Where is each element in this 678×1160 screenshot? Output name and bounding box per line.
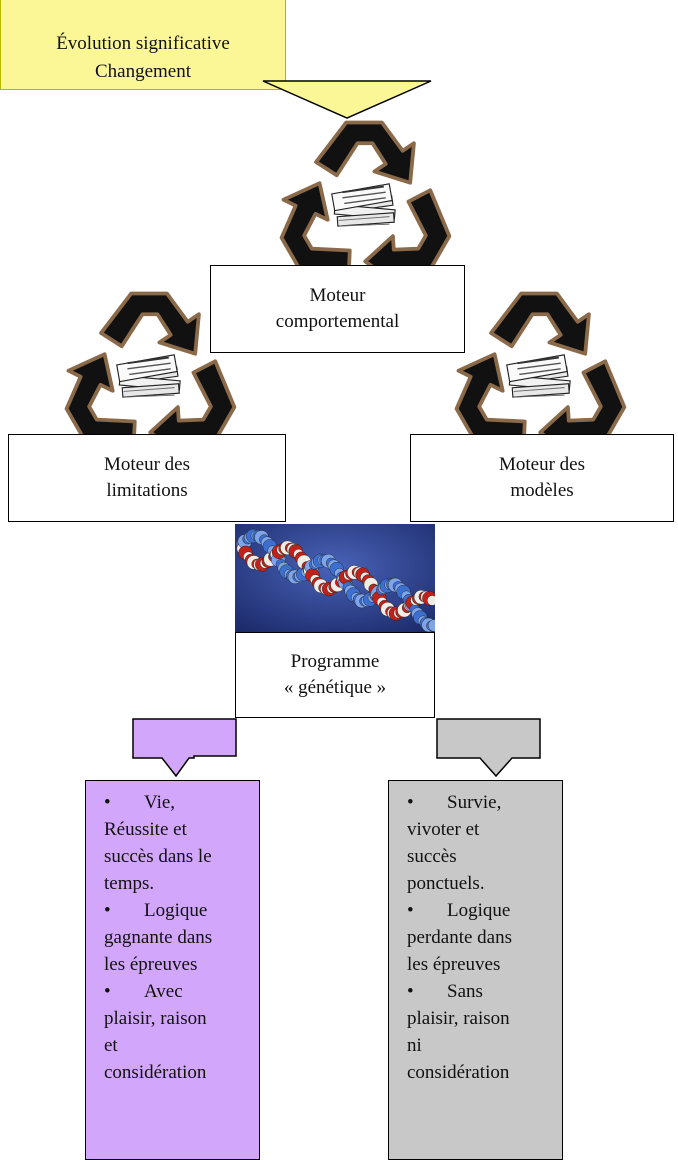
list-item: considération — [104, 1059, 251, 1086]
dna-bead — [427, 595, 435, 606]
list-item-text: Survie, — [447, 792, 502, 813]
list-item: temps. — [104, 870, 251, 897]
left-outcome-list: • Vie, Réussite et succès dans le temps. • Log… — [104, 789, 251, 1086]
list-item: ponctuels. — [407, 870, 554, 897]
engine-behavior-box: Moteur comportemental — [210, 265, 465, 353]
engine-models-line2: modèles — [510, 480, 574, 501]
dna-bead — [428, 619, 435, 632]
right-down-arrow — [436, 718, 541, 778]
list-item-text: considération — [104, 1062, 207, 1083]
list-item-text: et — [104, 1035, 118, 1056]
list-item-text: Sans — [447, 981, 483, 1002]
top-box-line1: Évolution significative — [56, 33, 230, 54]
list-item-text: ni — [407, 1035, 422, 1056]
list-item-text: Logique — [144, 900, 208, 921]
bullet-icon: • — [104, 900, 111, 921]
list-item: • Logique — [407, 897, 554, 924]
engine-limits-line1: Moteur des — [103, 454, 190, 475]
list-item: • Sans — [407, 978, 554, 1005]
list-item: • Survie, — [407, 789, 554, 816]
list-item-text: temps. — [104, 873, 155, 894]
bullet-icon: • — [407, 900, 414, 921]
engine-models-line1: Moteur des — [498, 454, 585, 475]
bullet-icon: • — [104, 981, 111, 1002]
list-item-text: plaisir, raison — [104, 1008, 207, 1029]
genetic-program-box: Programme « génétique » — [235, 632, 435, 718]
list-item-text: gagnante dans — [104, 927, 213, 948]
dna-image — [235, 524, 435, 632]
bullet-icon: • — [407, 792, 414, 813]
bullet-icon: • — [407, 981, 414, 1002]
right-outcome-box: • Survie, vivoter et succès ponctuels. • Logiq… — [388, 780, 563, 1160]
list-item-text: considération — [407, 1062, 510, 1083]
list-item-text: ponctuels. — [407, 873, 485, 894]
engine-behavior-line2: comportemental — [275, 311, 400, 332]
top-box-line2: Changement — [94, 61, 192, 82]
right-outcome-list: • Survie, vivoter et succès ponctuels. • Logiq… — [407, 789, 554, 1086]
genetic-line1: Programme — [290, 651, 380, 672]
list-item-text: plaisir, raison — [407, 1008, 510, 1029]
list-item: plaisir, raison — [407, 1005, 554, 1032]
list-item: plaisir, raison — [104, 1005, 251, 1032]
list-item: • Vie, — [104, 789, 251, 816]
list-item: succès — [407, 843, 554, 870]
engine-models-box: Moteur des modèles — [410, 434, 674, 522]
engine-behavior-line1: Moteur — [309, 285, 366, 306]
list-item-text: les épreuves — [407, 954, 501, 975]
list-item-text: succès — [407, 846, 457, 867]
list-item: les épreuves — [104, 951, 251, 978]
list-item-text: Logique — [447, 900, 511, 921]
list-item: succès dans le — [104, 843, 251, 870]
left-down-arrow — [132, 718, 237, 778]
top-box-evolution: Évolution significative Changement — [0, 0, 286, 90]
list-item-text: Vie, — [144, 792, 176, 813]
engine-limits-box: Moteur des limitations — [8, 434, 286, 522]
list-item-text: perdante dans — [407, 927, 512, 948]
list-item: • Avec — [104, 978, 251, 1005]
genetic-line2: « génétique » — [283, 677, 387, 698]
list-item: ni — [407, 1032, 554, 1059]
list-item: • Logique — [104, 897, 251, 924]
list-item: perdante dans — [407, 924, 554, 951]
recycle-icon — [445, 286, 635, 446]
recycle-icon — [270, 115, 460, 275]
list-item: et — [104, 1032, 251, 1059]
bullet-icon: • — [104, 792, 111, 813]
list-item-text: vivoter et — [407, 819, 480, 840]
list-item: considération — [407, 1059, 554, 1086]
list-item-text: Avec — [144, 981, 183, 1002]
list-item-text: Réussite et — [104, 819, 187, 840]
list-item: Réussite et — [104, 816, 251, 843]
list-item: les épreuves — [407, 951, 554, 978]
list-item: gagnante dans — [104, 924, 251, 951]
engine-limits-line2: limitations — [106, 480, 188, 501]
list-item: vivoter et — [407, 816, 554, 843]
list-item-text: les épreuves — [104, 954, 198, 975]
top-down-arrow — [262, 80, 432, 119]
left-outcome-box: • Vie, Réussite et succès dans le temps. • Log… — [85, 780, 260, 1160]
list-item-text: succès dans le — [104, 846, 212, 867]
